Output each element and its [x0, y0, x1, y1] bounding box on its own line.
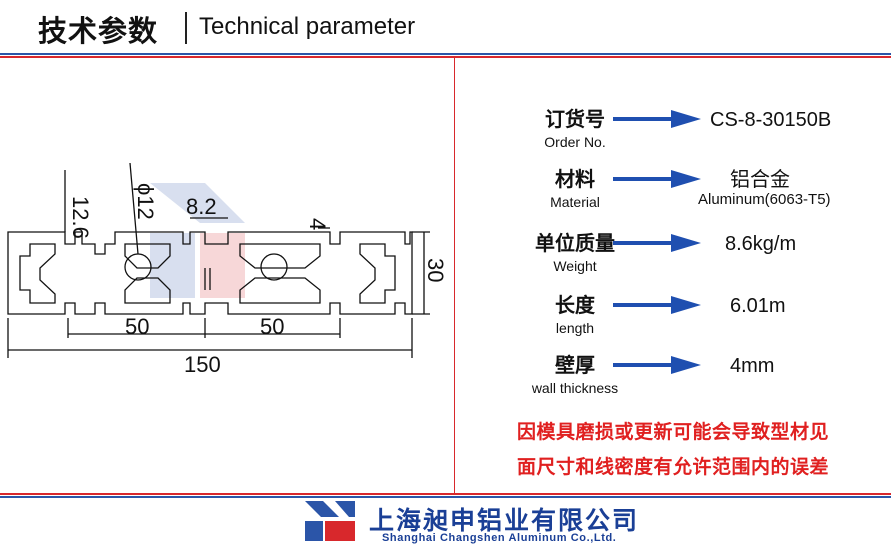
param-label-cn: 长度	[555, 293, 595, 317]
param-label-en: length	[555, 320, 595, 336]
company-name-cn: 上海昶申铝业有限公司	[369, 506, 640, 535]
notice-line-1: 因模具磨损或更新可能会导致型材见	[516, 421, 829, 443]
top-blue-rule	[0, 53, 891, 55]
param-row-order: 订货号 Order No. CS-8-30150B	[455, 103, 891, 163]
bottom-blue-rule	[0, 496, 891, 498]
dim-side: 30	[423, 258, 448, 282]
param-value: 铝合金	[730, 169, 790, 191]
param-row-material: 材料 Material 铝合金 Aluminum(6063-T5)	[455, 163, 891, 223]
arrow-icon	[613, 170, 701, 188]
param-label-en: Weight	[553, 258, 597, 274]
param-value: 6.01m	[730, 295, 786, 317]
vertical-divider	[454, 57, 455, 493]
header-title-en: Technical parameter	[199, 13, 416, 40]
dim-height: 12.6	[68, 196, 93, 239]
header-divider	[185, 12, 187, 44]
param-value: 4mm	[730, 355, 775, 377]
bottom-red-rule	[0, 493, 891, 495]
company-logo-icon	[305, 501, 355, 541]
param-value: 8.6kg/m	[725, 233, 797, 255]
arrow-icon	[613, 234, 701, 252]
param-row-length: 长度 length 6.01m	[455, 289, 891, 349]
param-label-en: Order No.	[544, 134, 606, 150]
arrow-icon	[613, 296, 701, 314]
param-label-cn: 材料	[555, 167, 595, 191]
param-label-cn: 壁厚	[555, 353, 595, 377]
param-label-en: wall thickness	[531, 380, 619, 396]
arrow-icon	[613, 110, 701, 128]
company-name-en: Shanghai Changshen Aluminum Co.,Ltd.	[382, 532, 617, 544]
notice-line-2: 面尺寸和线密度有允许范围内的误差	[516, 456, 829, 478]
header-title-cn: 技术参数	[38, 14, 159, 48]
dim-half-left: 50	[125, 314, 149, 339]
dim-half-right: 50	[260, 314, 284, 339]
dim-wall: 4	[305, 218, 330, 230]
profile-drawing: 12.6 ϕ12 8.2 4 30 50 50 150	[7, 162, 448, 377]
arrow-icon	[613, 356, 701, 374]
param-value: CS-8-30150B	[710, 109, 832, 131]
dim-slot: 8.2	[186, 194, 217, 219]
param-value-secondary: Aluminum(6063-T5)	[698, 191, 831, 208]
dim-total: 150	[184, 352, 221, 377]
top-red-rule	[0, 56, 891, 58]
dim-diameter: ϕ12	[133, 183, 158, 220]
param-label-en: Material	[550, 194, 600, 210]
param-row-thickness: 壁厚 wall thickness 4mm	[455, 349, 891, 409]
header: 技术参数 Technical parameter	[0, 0, 891, 52]
param-label-cn: 单位质量	[535, 231, 615, 255]
param-row-weight: 单位质量 Weight 8.6kg/m	[455, 227, 891, 287]
param-label-cn: 订货号	[545, 107, 605, 131]
